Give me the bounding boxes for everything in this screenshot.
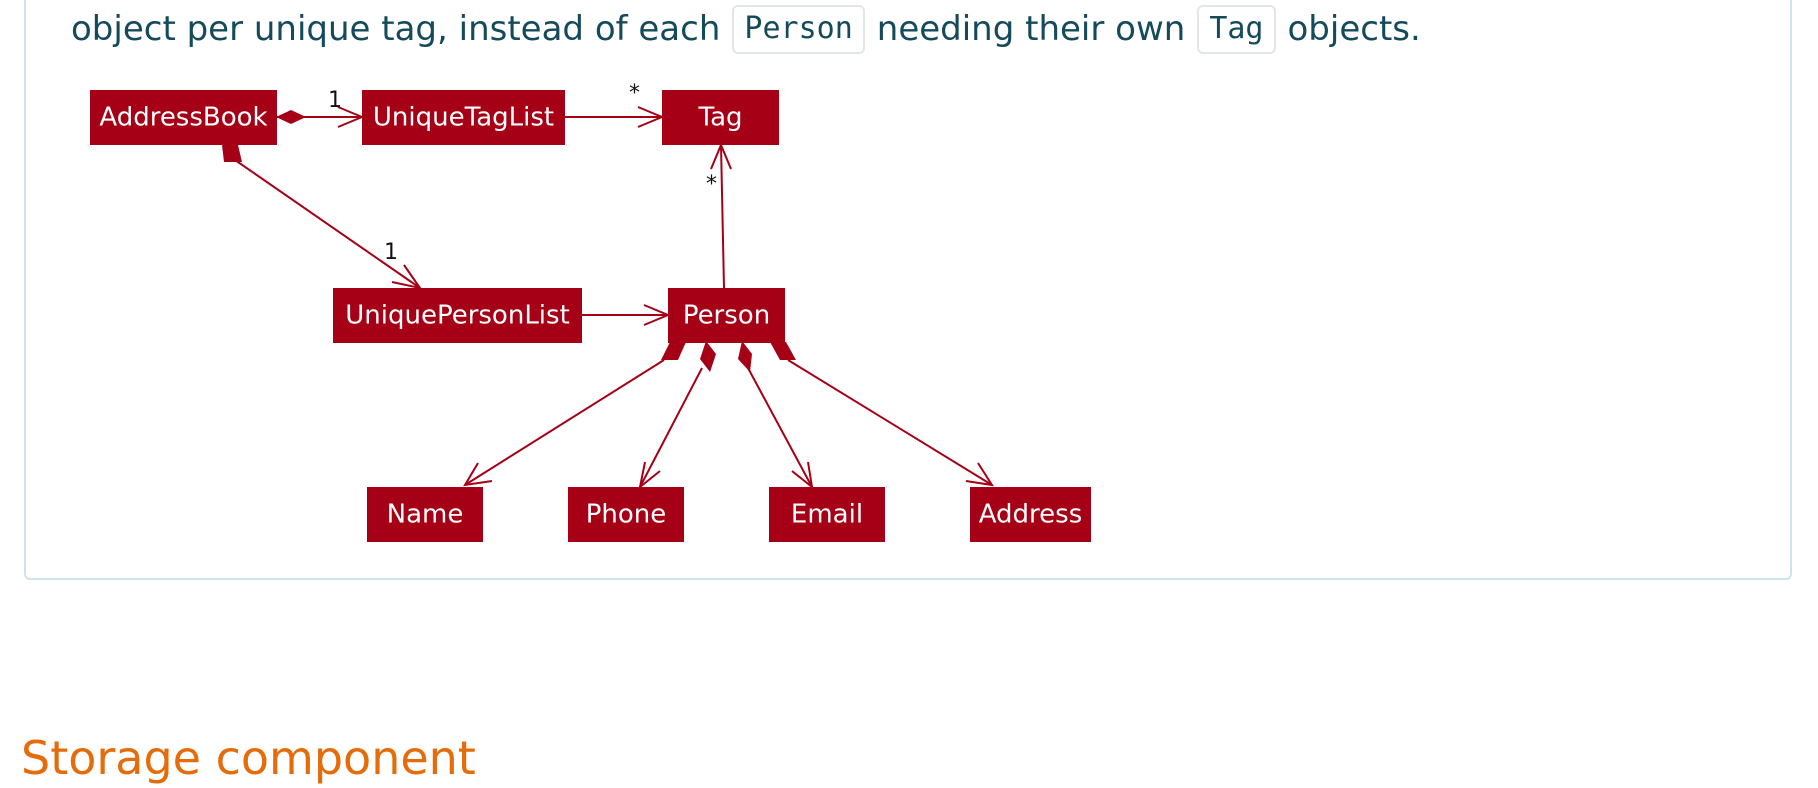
composition-diamond: [700, 341, 716, 372]
composition-diamond: [222, 145, 242, 162]
association-person-name: [463, 342, 686, 487]
section-heading-storage-component: Storage component: [21, 731, 476, 785]
class-email-label: Email: [791, 500, 863, 530]
class-tag-label: Tag: [697, 103, 742, 133]
composition-diamond: [738, 341, 752, 372]
class-uniquepersonlist: UniquePersonList: [333, 288, 582, 343]
association-person-tag: [710, 142, 732, 289]
composition-diamond: [770, 342, 796, 360]
class-phone: Phone: [568, 487, 684, 542]
class-uniquetaglist: UniqueTagList: [362, 90, 565, 145]
tip-text-after: objects.: [1287, 9, 1421, 49]
composition-diamond: [276, 110, 306, 124]
multiplicity-taglist-tag: *: [629, 81, 640, 106]
class-tag: Tag: [662, 90, 779, 145]
tag-code: Tag: [1197, 4, 1276, 54]
multiplicity-addressbook-taglist: 1: [328, 88, 342, 113]
association-taglist-tag: [565, 106, 665, 128]
multiplicity-person-tag: *: [706, 172, 717, 197]
class-addressbook-label: AddressBook: [99, 103, 267, 133]
class-phone-label: Phone: [586, 500, 667, 530]
association-person-phone: [638, 341, 716, 490]
class-name: Name: [367, 487, 483, 542]
association-personlist-person: [582, 304, 671, 326]
class-person-label: Person: [683, 301, 770, 331]
person-code: Person: [732, 4, 865, 54]
class-person: Person: [668, 288, 785, 343]
tip-text-middle: needing their own: [876, 9, 1186, 49]
tip-paragraph: object per unique tag, instead of each P…: [71, 0, 1421, 58]
class-email: Email: [769, 487, 885, 542]
tip-text-before: object per unique tag, instead of each: [71, 9, 721, 49]
class-addressbook: AddressBook: [90, 90, 277, 145]
class-address: Address: [970, 487, 1091, 542]
composition-diamond: [661, 342, 686, 360]
class-name-label: Name: [387, 500, 464, 530]
tip-box: [24, 0, 1792, 580]
class-address-label: Address: [979, 500, 1083, 530]
multiplicity-addressbook-personlist: 1: [384, 240, 398, 265]
association-person-email: [738, 341, 814, 490]
class-uniquetaglist-label: UniqueTagList: [373, 103, 554, 133]
association-addressbook-personlist: [222, 145, 423, 290]
class-uniquepersonlist-label: UniquePersonList: [345, 301, 570, 331]
association-addressbook-taglist: [276, 106, 365, 128]
association-person-address: [770, 342, 995, 487]
